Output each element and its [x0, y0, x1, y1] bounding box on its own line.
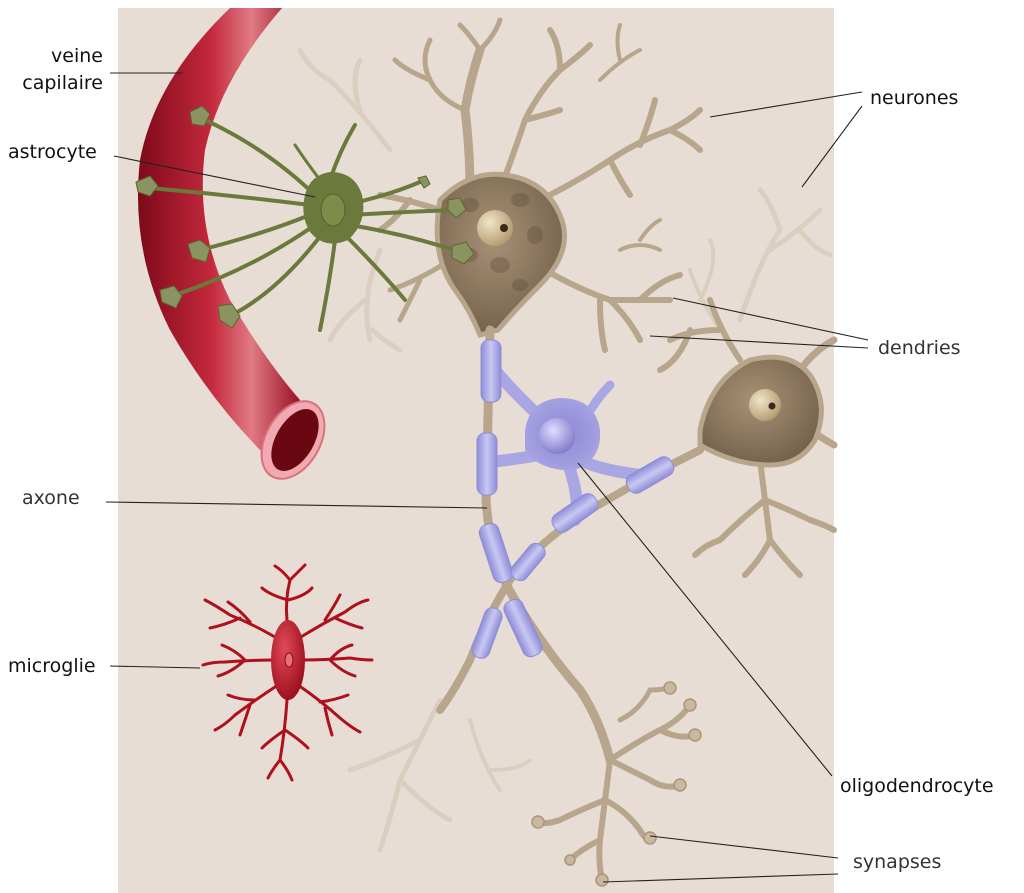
synapse-knobs	[531, 681, 702, 887]
leader-microglie	[109, 665, 201, 669]
labels: veine capilaire astrocyte neurones dendr…	[8, 45, 994, 873]
microglia-nucleus	[284, 652, 294, 668]
capillary-vessel	[138, 8, 300, 455]
neuron-upper-soma	[434, 171, 567, 339]
astrocyte-end-feet	[135, 105, 475, 329]
label-synapses: synapses	[853, 851, 941, 873]
faded-dendrites	[297, 47, 833, 853]
leader-dendries-2	[649, 335, 869, 349]
microglia-processes	[201, 563, 374, 782]
leader-oligodendrocyte	[577, 462, 833, 777]
label-oligodendrocyte: oligodendrocyte	[840, 775, 994, 797]
neuron-right-nucleus	[749, 389, 781, 421]
label-axone: axone	[22, 487, 80, 509]
oligodendrocyte-nucleus	[539, 418, 575, 454]
label-astrocyte: astrocyte	[8, 141, 97, 163]
myelin-sheaths	[471, 339, 675, 659]
label-neurones: neurones	[870, 87, 958, 109]
neuron-upper-nucleolus	[500, 224, 508, 232]
leader-neurones-2	[801, 105, 863, 188]
label-vein-line2: capilaire	[22, 72, 103, 94]
leader-lines	[105, 72, 869, 883]
leader-axone	[105, 501, 488, 509]
leader-astrocyte	[113, 155, 316, 198]
astrocyte-processes	[148, 118, 462, 332]
capillary-vessel-lumen	[271, 409, 319, 471]
astrocyte-nucleus	[320, 193, 346, 227]
leader-synapses-2	[602, 873, 839, 883]
neuron-upper-nucleus	[477, 210, 513, 246]
leader-synapses-1	[649, 835, 839, 859]
label-dendries: dendries	[878, 337, 961, 359]
label-microglie: microglie	[8, 655, 96, 677]
label-vein-line1: veine	[51, 45, 103, 67]
leader-dendries-1	[672, 297, 869, 341]
leader-neurones-1	[709, 91, 863, 118]
neuron-right-nucleolus	[768, 402, 776, 410]
